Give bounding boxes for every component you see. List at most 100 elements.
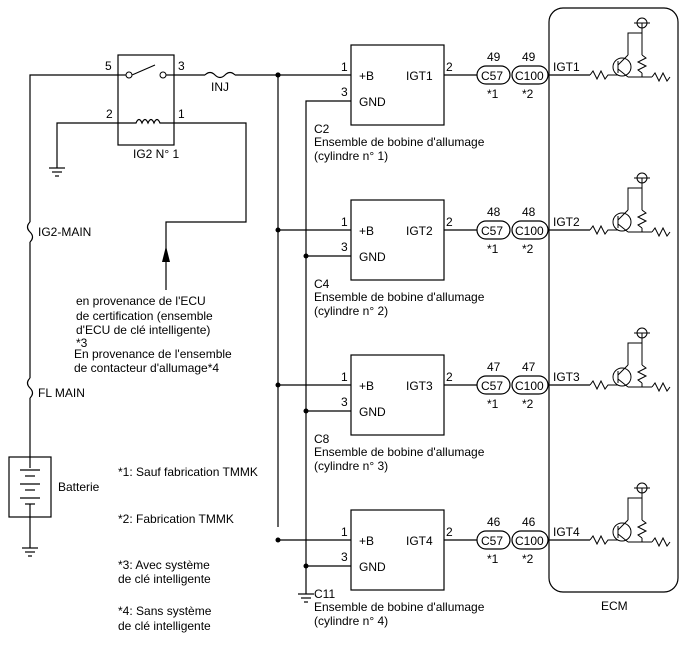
coil-output-label: IGT3 bbox=[406, 379, 433, 393]
coil-box bbox=[350, 354, 445, 436]
coil-gnd-label: GND bbox=[359, 405, 386, 419]
pullup-resistor bbox=[636, 519, 648, 539]
emitter-resistor bbox=[651, 536, 671, 548]
connector-c57-pin: 49 bbox=[487, 50, 501, 64]
connector-c57-label: C57 bbox=[481, 379, 503, 393]
coil-code: C8 bbox=[314, 432, 330, 446]
coil-description: Ensemble de bobine d'allumage bbox=[314, 135, 485, 149]
connector-c57 bbox=[476, 65, 511, 85]
connector-c57-label: C57 bbox=[481, 224, 503, 238]
connector-c57-label: C57 bbox=[481, 69, 503, 83]
ig2-relay-box bbox=[117, 54, 175, 146]
connector-c57-pin: 46 bbox=[487, 515, 501, 529]
junction-dot bbox=[275, 72, 281, 78]
collector-wire bbox=[627, 32, 642, 55]
note-1: *1: Sauf fabrication TMMK bbox=[118, 465, 258, 479]
relay-switch-contact bbox=[131, 64, 156, 76]
source-note-line4: *3 bbox=[76, 336, 88, 350]
ecm-input-resistor bbox=[589, 224, 612, 236]
transistor-collector bbox=[617, 519, 629, 531]
ig2-main-fuse bbox=[26, 221, 34, 243]
inj-fuse bbox=[204, 71, 236, 79]
connector-c100-pin: 46 bbox=[522, 515, 536, 529]
ecm-signal-label: IGT1 bbox=[553, 60, 580, 74]
coil-box bbox=[350, 199, 445, 281]
ecm-signal-label: IGT3 bbox=[553, 370, 580, 384]
connector-c100-mark: *2 bbox=[522, 397, 534, 411]
coil-gnd-label: GND bbox=[359, 560, 386, 574]
ecm-transistor-icon bbox=[612, 522, 632, 542]
source-note-line1: en provenance de l'ECU bbox=[76, 294, 206, 308]
transistor-emitter bbox=[617, 68, 629, 78]
coil-description: Ensemble de bobine d'allumage bbox=[314, 290, 485, 304]
connector-c57-pin: 48 bbox=[487, 205, 501, 219]
collector-wire bbox=[627, 342, 642, 365]
junction-dot bbox=[303, 408, 309, 414]
coil-pin-gnd: 3 bbox=[341, 85, 348, 99]
note-2: *2: Fabrication TMMK bbox=[118, 512, 234, 526]
connector-c100-label: C100 bbox=[515, 69, 544, 83]
note-4-line1: *4: Sans système bbox=[118, 604, 212, 618]
connector-c100-pin: 48 bbox=[522, 205, 536, 219]
ecm-signal-label: IGT2 bbox=[553, 215, 580, 229]
coil-plus-b-label: +B bbox=[359, 69, 374, 83]
connector-c100-label: C100 bbox=[515, 379, 544, 393]
connector-c100-pin: 47 bbox=[522, 360, 536, 374]
pullup-resistor bbox=[636, 54, 648, 74]
collector-wire bbox=[627, 497, 642, 520]
coil-pin-b: 1 bbox=[341, 370, 348, 384]
coil-code: C2 bbox=[314, 122, 330, 136]
ecm-signal-label: IGT4 bbox=[553, 525, 580, 539]
relay-pin-5: 5 bbox=[105, 59, 112, 73]
transistor-emitter bbox=[617, 223, 629, 233]
ecm-transistor-icon bbox=[612, 212, 632, 232]
source-note-line6: de contacteur d'allumage*4 bbox=[74, 361, 219, 375]
junction-dot bbox=[275, 227, 281, 233]
inj-label: INJ bbox=[211, 80, 229, 94]
fl-main-label: FL MAIN bbox=[38, 386, 85, 400]
coil-box bbox=[350, 509, 445, 591]
coil-plus-b-label: +B bbox=[359, 534, 374, 548]
fl-main-fuse bbox=[26, 377, 34, 399]
connector-c57 bbox=[476, 375, 511, 395]
coil-code: C11 bbox=[314, 587, 335, 601]
connector-c100-pin: 49 bbox=[522, 50, 536, 64]
ig2-relay-label: IG2 N° 1 bbox=[133, 147, 179, 161]
connector-c100-mark: *2 bbox=[522, 87, 534, 101]
junction-dot bbox=[303, 563, 309, 569]
relay-pin-3: 3 bbox=[178, 59, 185, 73]
coil-gnd-label: GND bbox=[359, 250, 386, 264]
coil-pin-b: 1 bbox=[341, 215, 348, 229]
coil-pin-out: 2 bbox=[446, 60, 453, 74]
battery-ground-icon bbox=[22, 547, 38, 557]
relay-coil-ground-icon bbox=[49, 167, 65, 177]
note-4-line2: de clé intelligente bbox=[118, 619, 211, 633]
coil-description: Ensemble de bobine d'allumage bbox=[314, 445, 485, 459]
coil-plus-b-label: +B bbox=[359, 224, 374, 238]
source-note-line5: En provenance de l'ensemble bbox=[74, 347, 232, 361]
connector-c57-label: C57 bbox=[481, 534, 503, 548]
coil-cylinder: (cylindre n° 3) bbox=[314, 459, 388, 473]
collector-wire bbox=[627, 187, 642, 210]
ecm-transistor-icon bbox=[612, 367, 632, 387]
ecm-input-resistor bbox=[589, 69, 612, 81]
ecm-input-resistor bbox=[589, 379, 612, 391]
coil-output-label: IGT1 bbox=[406, 69, 433, 83]
connector-c100-label: C100 bbox=[515, 224, 544, 238]
junction-dot bbox=[275, 382, 281, 388]
coil-gnd-label: GND bbox=[359, 95, 386, 109]
coil-pin-out: 2 bbox=[446, 370, 453, 384]
relay-pin-1: 1 bbox=[178, 107, 185, 121]
coil-pin-b: 1 bbox=[341, 60, 348, 74]
coil-cylinder: (cylindre n° 2) bbox=[314, 304, 388, 318]
note-3-line1: *3: Avec système bbox=[118, 558, 210, 572]
transistor-emitter bbox=[617, 378, 629, 388]
coil-output-label: IGT4 bbox=[406, 534, 433, 548]
emitter-resistor bbox=[651, 226, 671, 238]
junction-dot bbox=[303, 253, 309, 259]
pullup-resistor bbox=[636, 364, 648, 384]
